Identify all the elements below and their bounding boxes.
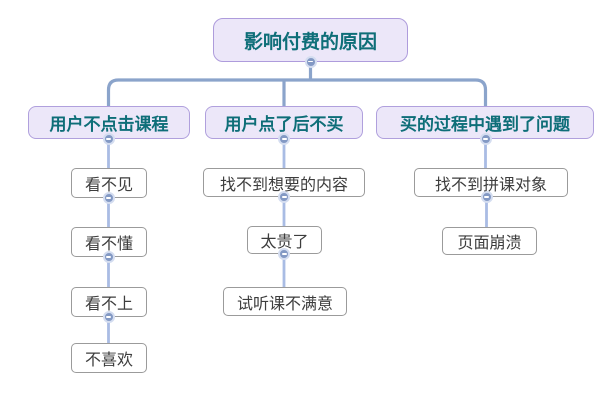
child-topic-no-group-partner[interactable]: 找不到拼课对象 xyxy=(414,168,568,197)
child-topic-dislike[interactable]: 不喜欢 xyxy=(71,343,147,373)
collapse-button-minus-icon-too-expensive[interactable] xyxy=(278,248,290,260)
collapse-button-minus-icon-branch2[interactable] xyxy=(278,133,290,145)
collapse-button-minus-icon-root[interactable] xyxy=(304,55,317,68)
root-topic[interactable]: 影响付费的原因 xyxy=(213,18,408,62)
branch-topic-no-buy[interactable]: 用户点了后不买 xyxy=(205,106,363,139)
child-topic-not-impressed[interactable]: 看不上 xyxy=(71,287,147,317)
child-topic-cant-find-content[interactable]: 找不到想要的内容 xyxy=(203,168,365,197)
collapse-button-minus-icon-no-group-partner[interactable] xyxy=(480,191,493,203)
collapse-button-minus-icon-branch1[interactable] xyxy=(102,133,115,145)
collapse-button-minus-icon-not-impressed[interactable] xyxy=(102,311,115,323)
collapse-button-minus-icon-cant-find-content[interactable] xyxy=(278,191,290,203)
child-topic-page-crash[interactable]: 页面崩溃 xyxy=(442,227,537,255)
child-topic-trial-unsatisfied[interactable]: 试听课不满意 xyxy=(223,287,347,316)
collapse-button-minus-icon-branch3[interactable] xyxy=(479,133,492,145)
root-branch-connectors xyxy=(106,58,488,107)
collapse-button-minus-icon-cant-understand[interactable] xyxy=(102,251,115,263)
collapse-button-minus-icon-cant-see[interactable] xyxy=(102,192,115,204)
branch-topic-purchase-problems[interactable]: 买的过程中遇到了问题 xyxy=(376,106,594,139)
